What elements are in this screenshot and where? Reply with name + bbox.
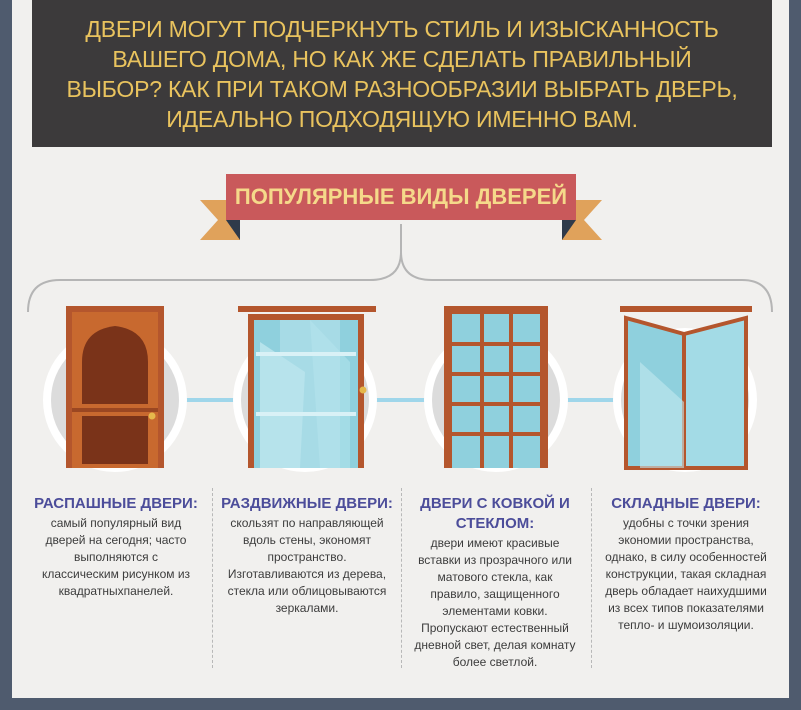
door-title-swing: РАСПАШНЫЕ ДВЕРИ: bbox=[34, 495, 198, 512]
door-desc-folding: удобны с точки зрения экономии пространс… bbox=[605, 516, 767, 632]
door-desc-forged: двери имеют красивые вставки из прозрачн… bbox=[414, 536, 576, 669]
column-divider-1 bbox=[212, 488, 213, 668]
ribbon-title: ПОПУЛЯРНЫЕ ВИДЫ ДВЕРЕЙ bbox=[226, 174, 576, 220]
door-title-sliding: РАЗДВИЖНЫЕ ДВЕРИ: bbox=[221, 495, 393, 512]
forged-glass-door-icon bbox=[444, 306, 548, 468]
sliding-door-icon bbox=[238, 306, 376, 468]
header-banner: ДВЕРИ МОГУТ ПОДЧЕРКНУТЬ СТИЛЬ И ИЗЫСКАНН… bbox=[32, 0, 772, 147]
column-divider-2 bbox=[401, 488, 402, 668]
header-text: ДВЕРИ МОГУТ ПОДЧЕРКНУТЬ СТИЛЬ И ИЗЫСКАНН… bbox=[66, 15, 738, 132]
column-divider-3 bbox=[591, 488, 592, 668]
door-title-forged: ДВЕРИ С КОВКОЙ И СТЕКЛОМ: bbox=[420, 495, 570, 532]
swing-door-icon bbox=[66, 306, 164, 468]
doors-illustration bbox=[27, 224, 773, 472]
door-title-folding: СКЛАДНЫЕ ДВЕРИ: bbox=[611, 495, 761, 512]
door-desc-sliding: скользят по направляющей вдоль стены, эк… bbox=[227, 516, 387, 615]
folding-door-icon bbox=[620, 306, 752, 470]
section-ribbon: ПОПУЛЯРНЫЕ ВИДЫ ДВЕРЕЙ bbox=[200, 174, 602, 244]
door-desc-swing: самый популярный вид дверей на сегодня; … bbox=[41, 516, 191, 598]
